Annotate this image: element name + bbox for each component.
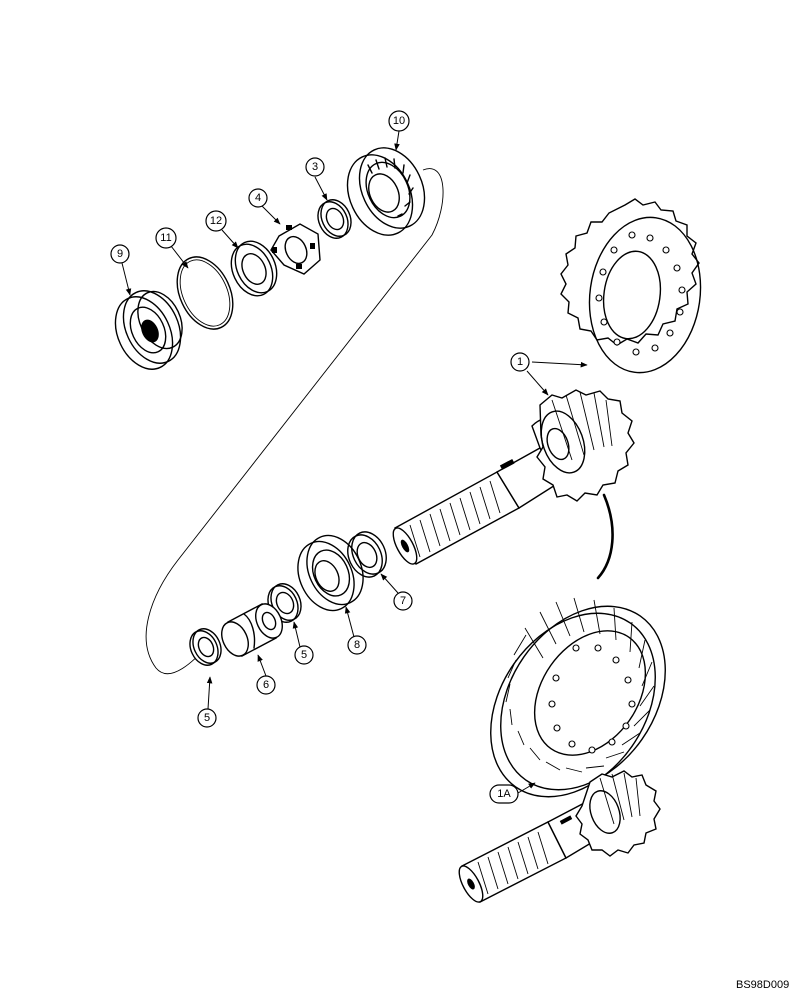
callout-6: 6 <box>256 675 276 695</box>
svg-text:5: 5 <box>301 649 307 661</box>
gearset-link-line <box>596 493 614 580</box>
svg-text:8: 8 <box>354 639 360 651</box>
leader-11 <box>170 245 189 269</box>
part-7-shim <box>347 531 387 578</box>
leader-10 <box>394 130 400 151</box>
leader-7 <box>380 573 399 594</box>
callout-7: 7 <box>393 591 413 611</box>
svg-text:11: 11 <box>160 232 171 244</box>
part-1-ring-gear <box>560 198 702 374</box>
part-1a-ring-gear <box>490 597 666 798</box>
leader-1-pinion <box>526 370 549 396</box>
part-1-pinion-shaft <box>392 389 635 565</box>
svg-text:12: 12 <box>210 215 222 227</box>
svg-text:1A: 1A <box>497 788 511 800</box>
group-bracket-line <box>145 168 444 675</box>
leader-5-upper <box>292 621 301 648</box>
leader-6 <box>257 654 267 677</box>
part-12-race <box>230 240 278 297</box>
leader-12 <box>221 229 239 249</box>
svg-text:6: 6 <box>263 679 269 691</box>
leader-8 <box>344 606 355 638</box>
svg-text:4: 4 <box>255 192 261 204</box>
callout-1: 1 <box>510 352 530 372</box>
svg-text:3: 3 <box>312 161 318 173</box>
svg-text:1: 1 <box>517 356 523 368</box>
svg-text:9: 9 <box>117 248 123 260</box>
callout-11: 11 <box>155 227 177 249</box>
callout-1a: 1A <box>489 784 519 804</box>
part-11-snap-ring <box>176 256 234 330</box>
part-10-roller-bearing <box>346 147 426 236</box>
callout-4: 4 <box>248 188 268 208</box>
leader-4 <box>261 205 281 225</box>
svg-text:10: 10 <box>393 115 405 127</box>
svg-text:7: 7 <box>400 595 406 607</box>
leader-1-ring <box>531 361 588 368</box>
svg-text:5: 5 <box>204 712 210 724</box>
callout-10: 10 <box>388 110 410 132</box>
callout-12: 12 <box>205 210 227 232</box>
drawing-code: BS98D009 <box>736 979 789 991</box>
part-9-pulley-hub <box>114 290 183 370</box>
part-8-bearing-cup <box>297 534 364 612</box>
part-1a-pinion-shaft <box>458 770 661 903</box>
leader-9 <box>121 262 132 296</box>
callout-5-lower: 5 <box>197 708 217 728</box>
callout-9: 9 <box>110 244 130 264</box>
leader-5-lower <box>206 676 213 710</box>
leader-1a <box>517 782 536 794</box>
part-3-spacer <box>317 199 352 239</box>
part-5-washer-lower <box>189 628 222 666</box>
part-6-spacer-sleeve <box>221 603 283 657</box>
part-4-nut <box>270 223 321 275</box>
leader-3 <box>314 176 328 201</box>
callout-3: 3 <box>305 157 325 177</box>
callout-8: 8 <box>347 635 367 655</box>
callout-5-upper: 5 <box>294 645 314 665</box>
